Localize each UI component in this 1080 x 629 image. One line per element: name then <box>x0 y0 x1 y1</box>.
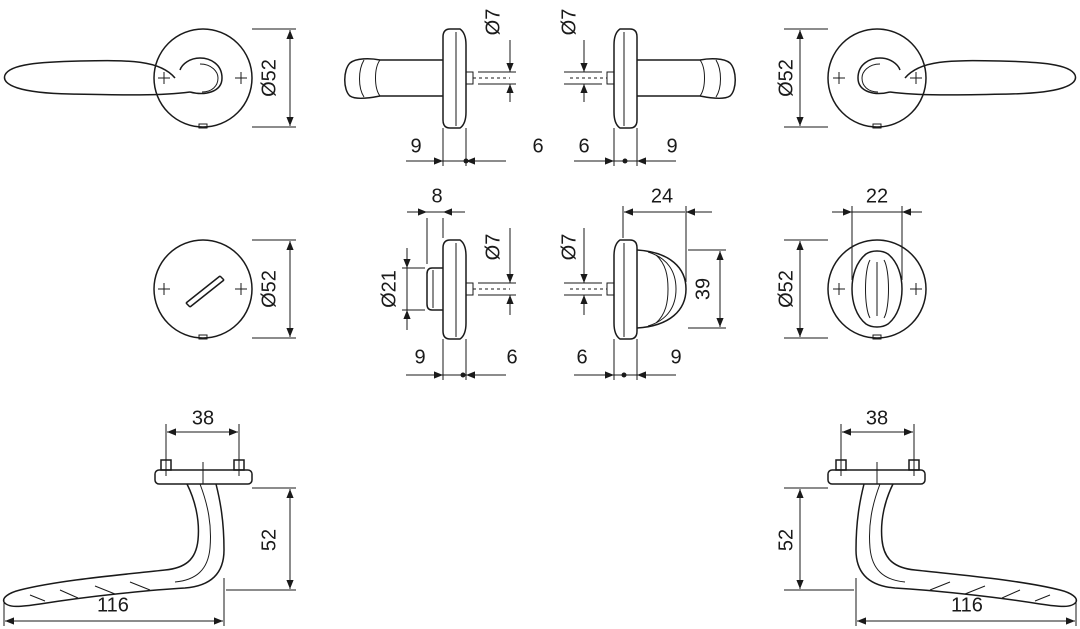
height-label: 52 <box>258 529 280 551</box>
diameter-dimension-lever-left: Ø52 <box>252 28 296 128</box>
spacing-label: 38 <box>866 407 888 429</box>
spindle-label: Ø7 <box>482 234 504 261</box>
knob-dimension-wc-left: Ø21 <box>378 248 425 330</box>
height-label: 52 <box>775 529 797 551</box>
length-dimension-top-left: 116 <box>3 578 225 626</box>
length-label: 116 <box>97 594 129 616</box>
right-offset-label: 9 <box>666 135 677 157</box>
spindle-label: Ø7 <box>558 9 580 36</box>
spindle-label: Ø7 <box>482 9 504 36</box>
width-dimension-wc-left: 8 <box>407 185 465 264</box>
spacing-dimension-top-right: 38 <box>840 407 915 460</box>
diameter-label: Ø52 <box>258 270 280 308</box>
left-offset-label: 9 <box>410 135 421 157</box>
offset-dimension-wc-left: 9 6 <box>406 339 518 380</box>
wc-side-left <box>426 239 510 340</box>
spindle-label: Ø7 <box>558 234 580 261</box>
lever-rose-front-left <box>3 28 253 129</box>
spindle-dimension-lever-left: Ø7 <box>478 9 516 102</box>
lever-side-left <box>344 28 510 129</box>
left-offset-label: 6 <box>578 135 589 157</box>
left-offset-label: 6 <box>576 346 587 368</box>
right-offset-label: 6 <box>532 135 543 157</box>
height-label: 39 <box>692 278 714 300</box>
spindle-dimension-lever-right: Ø7 <box>558 9 602 102</box>
right-offset-label: 9 <box>670 346 681 368</box>
lever-side-right <box>570 28 736 129</box>
width-dimension-wc-turn: 22 <box>832 185 922 280</box>
height-dimension-top-right: 52 <box>775 487 854 591</box>
wc-turn-front-right <box>827 239 927 340</box>
diameter-label: Ø52 <box>775 270 797 308</box>
diameter-dimension-lever-right: Ø52 <box>775 28 828 128</box>
lever-rose-front-right <box>827 28 1077 129</box>
diameter-label: Ø52 <box>775 59 797 97</box>
width-label: 22 <box>866 185 888 207</box>
width-dimension-wc-right: 24 <box>622 185 712 282</box>
knob-label: Ø21 <box>378 270 400 308</box>
lever-top-right <box>827 459 1078 608</box>
width-label: 8 <box>431 185 442 207</box>
length-label: 116 <box>951 594 983 616</box>
diameter-label: Ø52 <box>258 59 280 97</box>
right-offset-label: 6 <box>506 346 517 368</box>
spacing-dimension-top-left: 38 <box>165 407 240 460</box>
length-dimension-top-right: 116 <box>855 578 1077 626</box>
offset-dimension-lever-left: 9 6 <box>406 128 544 166</box>
offset-dimension-wc-right: 6 9 <box>574 339 682 380</box>
spacing-label: 38 <box>192 407 214 429</box>
width-label: 24 <box>651 185 673 207</box>
lever-top-left <box>2 459 253 608</box>
diameter-dimension-wc-turn: Ø52 <box>775 239 828 339</box>
spindle-dimension-wc-left: Ø7 <box>478 228 516 315</box>
offset-dimension-lever-right: 6 9 <box>574 128 678 166</box>
spindle-dimension-wc-right: Ø7 <box>558 228 602 315</box>
height-dimension-wc-right: 39 <box>688 249 726 329</box>
left-offset-label: 9 <box>414 346 425 368</box>
height-dimension-top-left: 52 <box>226 487 296 591</box>
wc-rose-front-left <box>153 239 253 340</box>
wc-side-right <box>570 239 687 340</box>
diameter-dimension-wc-left: Ø52 <box>252 239 296 339</box>
